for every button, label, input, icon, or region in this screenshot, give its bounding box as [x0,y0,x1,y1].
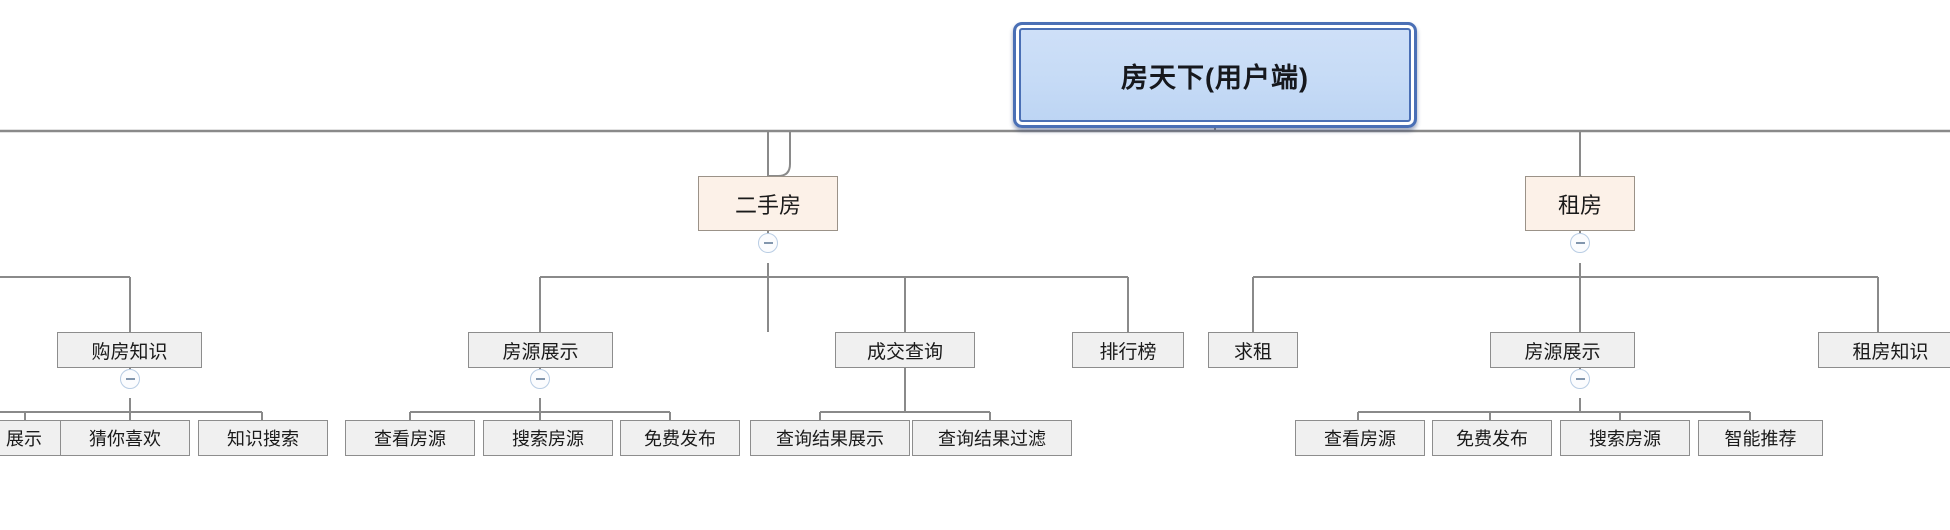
leaf-chaxunjieguozhanshi-label: 查询结果展示 [776,429,884,449]
leaf-chaxunjieguozhanshi[interactable]: 查询结果展示 [750,420,910,456]
leaf-chakanfangyuan-ershoufang-label: 查看房源 [374,429,446,449]
node-fangyuanzhanshi-zufang-label: 房源展示 [1524,341,1601,363]
root-node-label: 房天下(用户端) [1121,62,1309,93]
leaf-mianfeifabu-ershoufang-label: 免费发布 [644,429,716,449]
minus-icon [1575,378,1585,380]
leaf-zhishisousuo[interactable]: 知识搜索 [198,420,328,456]
node-goufangzhishi[interactable]: 购房知识 [57,332,202,368]
node-zufang-label: 租房 [1557,192,1602,218]
node-paihangbang[interactable]: 排行榜 [1072,332,1184,368]
leaf-zhinengtuijian-label: 智能推荐 [1724,429,1797,449]
leaf-chaxunjieguoguolv-label: 查询结果过滤 [938,429,1046,449]
node-qiuzu[interactable]: 求租 [1208,332,1298,368]
leaf-chaxunjieguoguolv[interactable]: 查询结果过滤 [912,420,1072,456]
leaf-mianfeifabu-zufang-label: 免费发布 [1456,429,1528,449]
leaf-sousuofangyuan-ershoufang[interactable]: 搜索房源 [483,420,613,456]
minus-icon [763,242,773,244]
node-fangyuanzhanshi-ershoufang-label: 房源展示 [502,341,579,363]
node-goufangzhishi-label: 购房知识 [91,341,168,363]
leaf-mianfeifabu-ershoufang[interactable]: 免费发布 [620,420,740,456]
node-zufang[interactable]: 租房 [1525,176,1635,231]
collapse-toggle-fangyuanzhanshi-right[interactable] [1570,369,1590,389]
leaf-zhanshi-label: 展示 [6,429,42,449]
leaf-zhanshi[interactable]: 展示 [0,420,70,456]
leaf-zhinengtuijian[interactable]: 智能推荐 [1698,420,1823,456]
node-zufangzhishi-label: 租房知识 [1852,341,1929,363]
collapse-toggle-goufangzhishi[interactable] [120,369,140,389]
minus-icon [1575,242,1585,244]
leaf-sousuofangyuan-zufang[interactable]: 搜索房源 [1560,420,1690,456]
node-chengjiaochaxun[interactable]: 成交查询 [835,332,975,368]
leaf-chakanfangyuan-ershoufang[interactable]: 查看房源 [345,420,475,456]
leaf-cainixihuan-label: 猜你喜欢 [89,429,161,449]
node-fangyuanzhanshi-ershoufang[interactable]: 房源展示 [468,332,613,368]
node-ershoufang[interactable]: 二手房 [698,176,838,231]
leaf-sousuofangyuan-ershoufang-label: 搜索房源 [512,429,584,449]
node-ershoufang-label: 二手房 [734,192,801,218]
root-node-fangtianxia[interactable]: 房天下(用户端) [1013,22,1417,128]
node-fangyuanzhanshi-zufang[interactable]: 房源展示 [1490,332,1635,368]
node-zufangzhishi[interactable]: 租房知识 [1818,332,1950,368]
node-chengjiaochaxun-label: 成交查询 [866,341,943,363]
leaf-zhishisousuo-label: 知识搜索 [227,429,299,449]
collapse-toggle-fangyuanzhanshi-left[interactable] [530,369,550,389]
leaf-mianfeifabu-zufang[interactable]: 免费发布 [1432,420,1552,456]
collapse-toggle-zufang[interactable] [1570,233,1590,253]
node-qiuzu-label: 求租 [1233,341,1272,363]
node-paihangbang-label: 排行榜 [1099,341,1157,363]
collapse-toggle-ershoufang[interactable] [758,233,778,253]
leaf-cainixihuan[interactable]: 猜你喜欢 [60,420,190,456]
leaf-sousuofangyuan-zufang-label: 搜索房源 [1589,429,1661,449]
minus-icon [535,378,545,380]
minus-icon [125,378,135,380]
leaf-chakanfangyuan-zufang[interactable]: 查看房源 [1295,420,1425,456]
leaf-chakanfangyuan-zufang-label: 查看房源 [1324,429,1396,449]
